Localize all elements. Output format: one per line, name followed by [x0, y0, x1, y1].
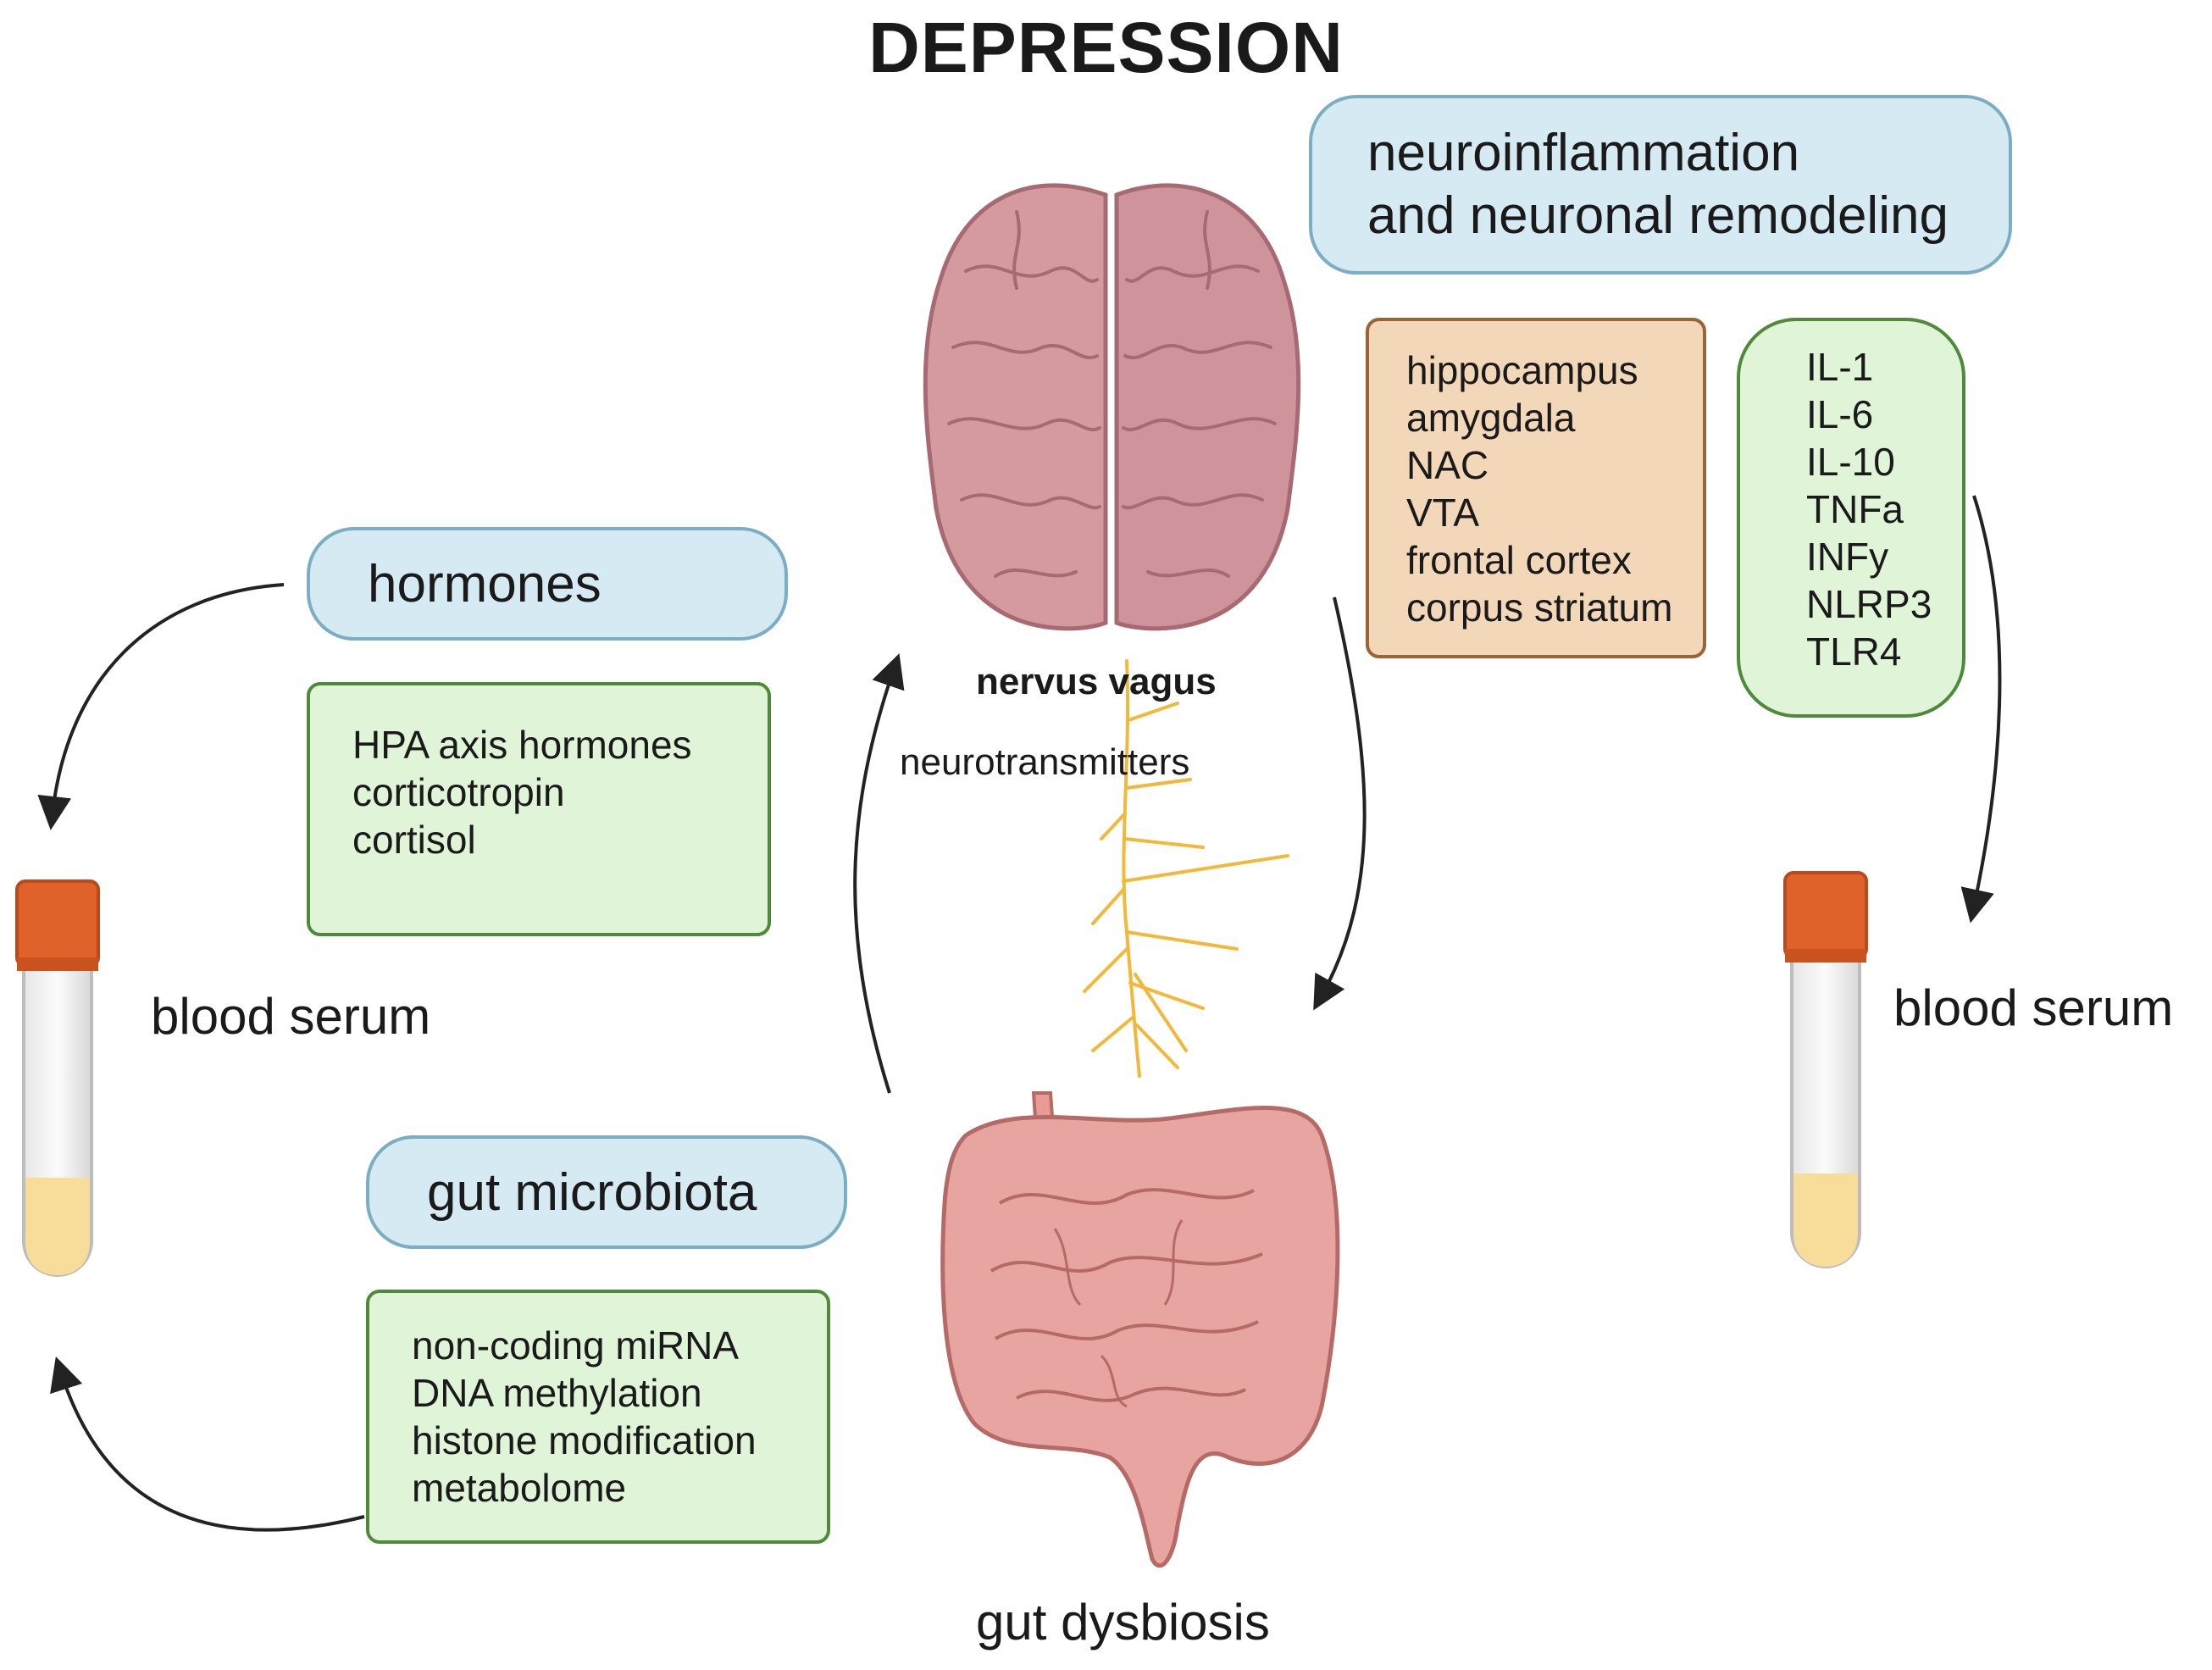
- gut-microbiota-pill: gut microbiota: [366, 1135, 847, 1249]
- cytokine-item: IL-10: [1806, 440, 1895, 484]
- vagus-nerve-illustration: [1083, 659, 1289, 1078]
- cytokine-item: TLR4: [1806, 630, 1902, 674]
- blood-serum-left-label: blood serum: [151, 988, 431, 1045]
- hormones-box: HPA axis hormones corticotropin cortisol: [307, 682, 771, 936]
- cytokines-box: IL-1 IL-6 IL-10 TNFa INFy NLRP3 TLR4: [1737, 318, 1965, 718]
- hormone-item: corticotropin: [352, 770, 565, 814]
- diagram-title: DEPRESSION: [868, 8, 1344, 87]
- brain-region-item: NAC: [1406, 443, 1489, 487]
- gut-item: metabolome: [412, 1466, 627, 1510]
- gut-microbiota-label: gut microbiota: [427, 1162, 757, 1222]
- brain-region-item: VTA: [1406, 491, 1480, 535]
- brain-illustration: [923, 183, 1301, 631]
- gut-item: DNA methylation: [412, 1371, 702, 1415]
- arrow-brain-to-gut: [1313, 596, 1367, 1011]
- neuroinflammation-line-1: neuroinflammation: [1367, 124, 1800, 182]
- cytokine-item: IL-1: [1806, 345, 1874, 389]
- neuroinflammation-line-2: and neuronal remodeling: [1367, 186, 1949, 245]
- gut-item: non-coding miRNA: [412, 1323, 740, 1368]
- hormone-item: HPA axis hormones: [352, 723, 692, 767]
- neuroinflammation-pill: neuroinflammation and neuronal remodelin…: [1309, 95, 2012, 275]
- brain-region-item: frontal cortex: [1406, 538, 1632, 582]
- intestine-illustration: [940, 1091, 1340, 1568]
- blood-serum-right-label: blood serum: [1893, 979, 2174, 1036]
- cytokine-item: NLRP3: [1806, 582, 1932, 626]
- cytokine-item: INFy: [1806, 535, 1889, 579]
- hormones-label: hormones: [368, 554, 602, 613]
- cytokine-item: TNFa: [1806, 487, 1904, 531]
- cytokine-item: IL-6: [1806, 392, 1874, 436]
- arrow-gut-to-brain: [853, 653, 905, 1094]
- neurotransmitters-label: neurotransmitters: [900, 741, 1190, 783]
- hormones-pill: hormones: [307, 527, 788, 641]
- blood-tube-left: [15, 879, 100, 1277]
- brain-regions-box: hippocampus amygdala NAC VTA frontal cor…: [1366, 318, 1706, 658]
- arrow-cytokines-to-serum: [1960, 495, 2002, 924]
- blood-tube-right: [1783, 871, 1868, 1268]
- gut-dysbiosis-label: gut dysbiosis: [976, 1594, 1270, 1651]
- arrow-hormones-to-serum: [37, 583, 285, 830]
- gut-item: histone modification: [412, 1418, 757, 1462]
- hormone-item: cortisol: [352, 818, 476, 862]
- nervus-vagus-label: nervus vagus: [976, 661, 1217, 702]
- brain-region-item: amygdala: [1406, 396, 1576, 440]
- arrow-gut-to-serum-left: [50, 1356, 365, 1532]
- brain-region-item: hippocampus: [1406, 348, 1638, 392]
- gut-microbiota-box: non-coding miRNA DNA methylation histone…: [366, 1290, 830, 1544]
- brain-region-item: corpus striatum: [1406, 585, 1673, 630]
